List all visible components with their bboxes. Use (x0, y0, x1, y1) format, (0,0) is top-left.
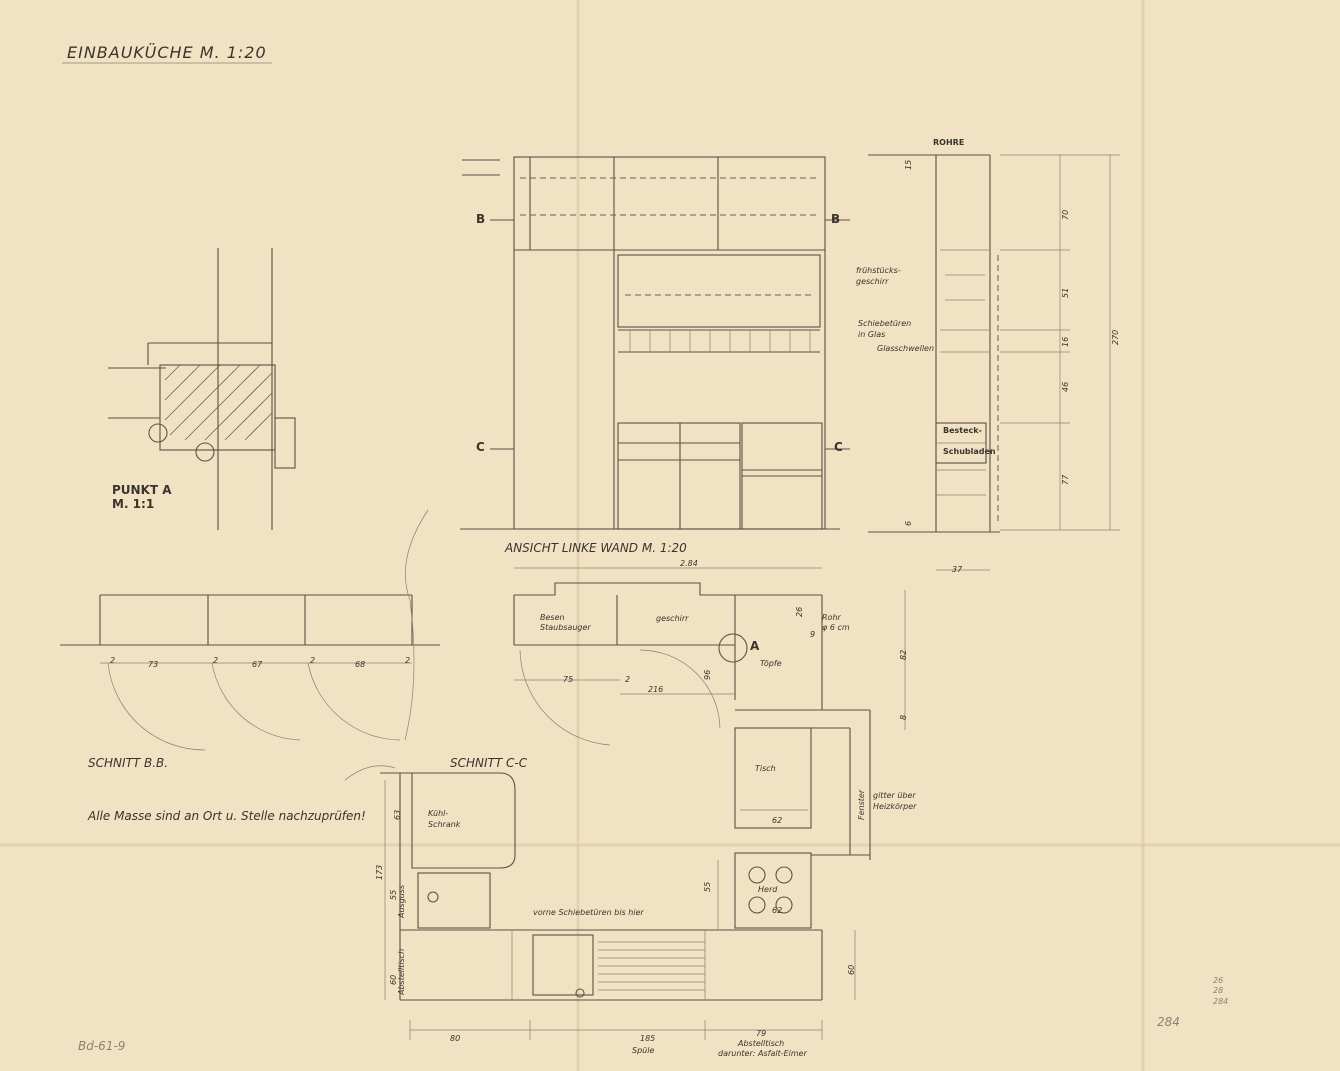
plan-view (344, 509, 906, 1040)
dim-plan-63: 63 (393, 809, 402, 820)
note-besteck-1: Besteck- (943, 426, 982, 435)
note-kuehlschrank-1: Kühl- (428, 809, 449, 818)
note-tisch: Tisch (755, 764, 776, 773)
dim-plan-75: 75 (563, 675, 574, 684)
dim-plan-60-left: 60 (389, 974, 398, 985)
dim-plan-82: 82 (899, 649, 908, 660)
dim-side-6: 6 (904, 520, 913, 526)
punkt-a-scale: M. 1:1 (112, 497, 155, 511)
dim-plan-80: 80 (450, 1034, 461, 1043)
note-glasschwellen: Glasschwellen (877, 344, 935, 353)
note-spuele: Spüle (632, 1046, 655, 1055)
dim-plan-62-herd: 62 (772, 906, 783, 915)
note-vorne: vorne Schiebetüren bis hier (533, 908, 644, 917)
dim-side-46: 46 (1061, 381, 1070, 392)
dim-plan-55-left: 55 (389, 889, 398, 900)
section-marker-a: A (750, 639, 760, 653)
dim-side-37: 37 (952, 565, 963, 574)
dim-bb-2d: 2 (405, 656, 411, 665)
note-check-dimensions: Alle Masse sind an Ort u. Stelle nachzup… (88, 809, 366, 823)
section-marker-c-left: C (476, 440, 485, 454)
section-marker-c-right: C (834, 440, 843, 454)
dim-plan-55: 55 (703, 881, 712, 892)
archive-mark-right-2: 28 (1213, 986, 1224, 995)
dim-plan-2: 2 (625, 675, 631, 684)
archive-mark-left: Bd-61-9 (78, 1039, 126, 1053)
note-rohr-1: Rohr (822, 613, 841, 622)
note-gitter-1: gitter über (873, 791, 916, 800)
side-section (868, 154, 1120, 571)
note-schiebetueren-2: in Glas (858, 330, 886, 339)
dim-side-270: 270 (1111, 329, 1120, 345)
note-besteck-2: Schubladen (943, 447, 996, 456)
dim-plan-26: 26 (795, 606, 804, 617)
note-fruehstueck-2: geschirr (856, 277, 889, 286)
dim-bb-68: 68 (355, 660, 366, 669)
dim-side-77: 77 (1061, 474, 1070, 485)
dim-plan-9: 9 (810, 630, 816, 639)
note-staubsauger: Staubsauger (540, 623, 591, 632)
dim-plan-173: 173 (375, 864, 384, 880)
note-fruehstueck-1: frühstücks- (856, 266, 901, 275)
note-besen: Besen (540, 613, 565, 622)
note-abstelltisch-left: Abstelltisch (397, 948, 406, 995)
dim-side-70: 70 (1061, 209, 1070, 220)
punkt-a-detail (108, 248, 296, 530)
dim-side-16: 16 (1061, 336, 1070, 347)
section-marker-b-left: B (476, 212, 486, 226)
dim-plan-96: 96 (703, 669, 712, 680)
dim-plan-284: 2.84 (680, 559, 698, 568)
section-marker-b-right: B (831, 212, 841, 226)
archive-mark-right-1: 26 (1213, 976, 1224, 985)
note-rohr-2: φ 6 cm (822, 623, 850, 632)
archive-mark-right-3: 284 (1213, 997, 1229, 1006)
section-bb (60, 594, 440, 751)
note-kuehlschrank-2: Schrank (428, 820, 461, 829)
dim-plan-79: 79 (756, 1029, 767, 1038)
note-gitter-2: Heizkörper (873, 802, 917, 811)
dim-bb-2a: 2 (110, 656, 116, 665)
note-rohre: ROHRE (933, 138, 965, 147)
drawing-title: EINBAUKÜCHE M. 1:20 (67, 43, 267, 62)
note-toepfe: Töpfe (760, 659, 782, 668)
dim-side-15: 15 (904, 159, 913, 170)
dim-plan-185: 185 (640, 1034, 656, 1043)
punkt-a-title: PUNKT A (112, 483, 172, 497)
note-schiebetueren-1: Schiebetüren (858, 319, 912, 328)
dim-bb-2c: 2 (310, 656, 316, 665)
section-cc-title: SCHNITT C-C (450, 756, 528, 770)
dim-side-51: 51 (1061, 287, 1070, 298)
archive-mark-right: 284 (1157, 1015, 1180, 1029)
note-abstelltisch-bottom-2: darunter: Asfalt-Eimer (718, 1049, 807, 1058)
note-fenster: Fenster (857, 789, 866, 820)
elevation-left-wall (460, 156, 850, 530)
note-geschirr: geschirr (656, 614, 689, 623)
section-bb-title: SCHNITT B.B. (88, 756, 169, 770)
note-abstelltisch-bottom-1: Abstelltisch (738, 1039, 785, 1048)
note-ausguss: Ausguss (397, 884, 406, 918)
dim-plan-8: 8 (899, 714, 908, 720)
dim-bb-2b: 2 (213, 656, 219, 665)
dim-bb-73: 73 (148, 660, 159, 669)
note-herd: Herd (758, 885, 778, 894)
elevation-title: ANSICHT LINKE WAND M. 1:20 (505, 541, 687, 555)
dim-bb-67: 67 (252, 660, 263, 669)
dim-plan-62-tisch: 62 (772, 816, 783, 825)
dim-plan-216: 216 (648, 685, 664, 694)
dim-plan-60-right: 60 (847, 964, 856, 975)
